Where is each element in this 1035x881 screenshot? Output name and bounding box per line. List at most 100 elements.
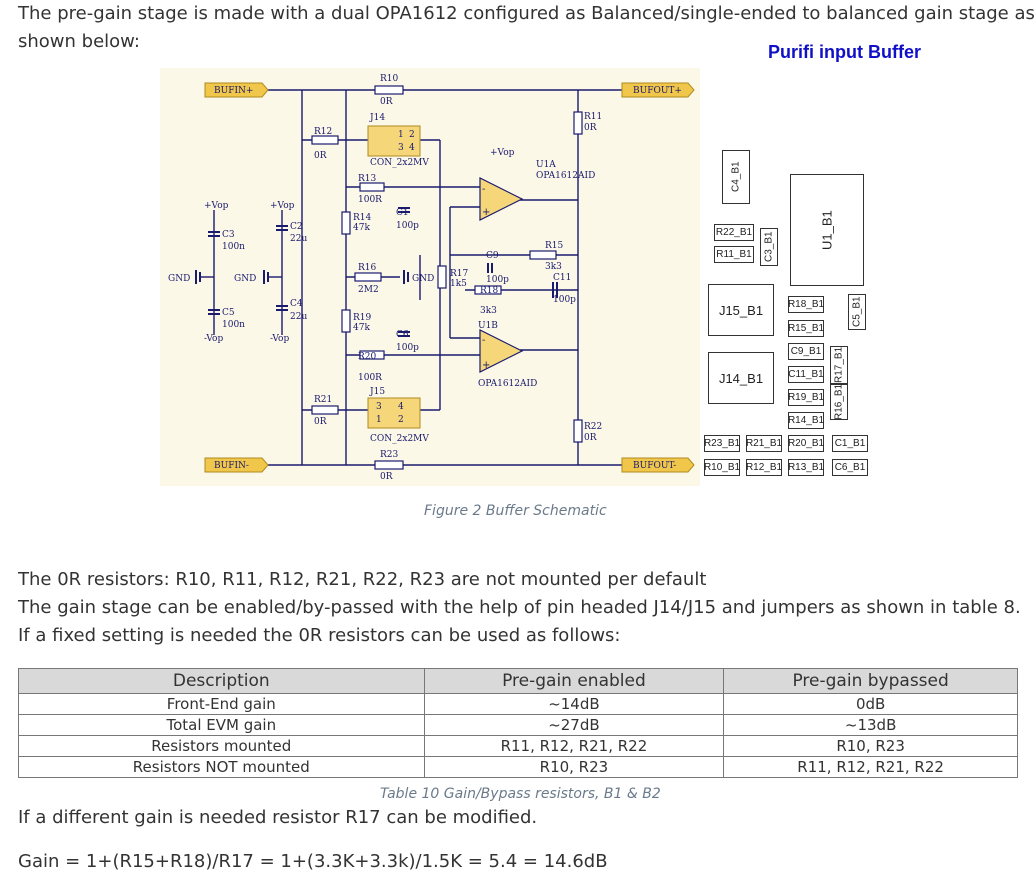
pcb-part-r12-b1: R12_B1	[746, 459, 782, 476]
table-header: Pre-gain bypassed	[723, 668, 1018, 694]
svg-text:R14: R14	[353, 213, 372, 223]
svg-text:0R: 0R	[380, 472, 393, 482]
svg-text:GND: GND	[234, 274, 256, 284]
table-cell: Total EVM gain	[18, 714, 425, 736]
pcb-title: Purifi input Buffer	[768, 42, 921, 62]
net-bufin-minus: BUFIN-	[214, 461, 249, 471]
svg-text:3: 3	[398, 143, 404, 153]
svg-text:3: 3	[376, 402, 382, 412]
svg-text:GND: GND	[412, 274, 434, 284]
svg-text:R19: R19	[353, 313, 372, 323]
pcb-part-r10-b1: R10_B1	[704, 459, 740, 476]
svg-text:C3: C3	[222, 230, 235, 240]
svg-text:-Vop: -Vop	[204, 334, 223, 344]
svg-text:100p: 100p	[396, 221, 419, 231]
table-cell: ~13dB	[723, 714, 1018, 736]
svg-text:0R: 0R	[314, 151, 327, 161]
paragraph-0r-resistors: The 0R resistors: R10, R11, R12, R21, R2…	[18, 569, 707, 590]
svg-text:1: 1	[376, 415, 382, 425]
svg-text:100R: 100R	[358, 373, 382, 383]
gain-formula: Gain = 1+(R15+R18)/R17 = 1+(3.3K+3.3k)/1…	[18, 851, 608, 872]
svg-text:R17: R17	[450, 269, 469, 279]
svg-text:OPA1612AID: OPA1612AID	[536, 171, 595, 181]
svg-text:3k3: 3k3	[480, 306, 497, 316]
svg-text:GND: GND	[168, 274, 190, 284]
svg-text:0R: 0R	[584, 433, 597, 443]
net-bufout-minus: BUFOUT-	[633, 461, 676, 471]
table-caption: Table 10 Gain/Bypass resistors, B1 & B2	[380, 786, 661, 802]
svg-text:C6: C6	[396, 330, 409, 340]
paragraph-r17: If a different gain is needed resistor R…	[18, 807, 538, 828]
svg-text:+Vop: +Vop	[204, 201, 229, 211]
svg-text:R15: R15	[545, 241, 564, 251]
table-cell: Resistors NOT mounted	[18, 756, 425, 778]
buffer-schematic: BUFIN+ BUFIN- BUFOUT+ BUFOUT- 13 24 31 4…	[160, 68, 700, 486]
svg-text:R13: R13	[358, 174, 377, 184]
svg-text:+: +	[482, 360, 490, 371]
svg-text:C4: C4	[290, 299, 303, 309]
table-cell: ~14dB	[423, 693, 725, 715]
pcb-part-r15-b1: R15_B1	[788, 320, 824, 337]
svg-text:22u: 22u	[290, 234, 307, 244]
figure-caption: Figure 2 Buffer Schematic	[424, 503, 607, 519]
svg-text:U1A: U1A	[536, 160, 556, 170]
svg-text:R21: R21	[314, 395, 332, 405]
svg-text:100p: 100p	[486, 275, 509, 285]
svg-text:4: 4	[398, 402, 404, 412]
table-row: Resistors mounted R11, R12, R21, R22 R10…	[18, 735, 1018, 757]
svg-text:2M2: 2M2	[358, 285, 379, 295]
svg-text:R18: R18	[480, 286, 499, 296]
table-cell: R10, R23	[723, 735, 1018, 757]
pcb-part-c5-b1: C5_B1	[848, 294, 866, 330]
svg-text:0R: 0R	[584, 123, 597, 133]
svg-text:100R: 100R	[358, 195, 382, 205]
pcb-part-c9-b1: C9_B1	[788, 343, 824, 360]
pcb-part-r20-b1: R20_B1	[788, 435, 824, 452]
table-header: Description	[18, 668, 425, 694]
pcb-part-r23-b1: R23_B1	[704, 435, 740, 452]
pcb-part-r14-b1: R14_B1	[788, 412, 824, 429]
table-cell: R11, R12, R21, R22	[723, 756, 1018, 778]
pcb-part-r13-b1: R13_B1	[788, 459, 824, 476]
intro-text: The pre-gain stage is made with a dual O…	[18, 3, 1035, 24]
table-cell: Resistors mounted	[18, 735, 425, 757]
table-header: Pre-gain enabled	[423, 668, 725, 694]
pcb-part-c11-b1: C11_B1	[788, 366, 824, 383]
svg-text:100p: 100p	[396, 343, 419, 353]
pcb-part-r19-b1: R19_B1	[788, 389, 824, 406]
svg-text:R11: R11	[584, 112, 602, 122]
table-cell: R10, R23	[423, 756, 725, 778]
svg-text:3k3: 3k3	[545, 262, 562, 272]
svg-text:+Vop: +Vop	[490, 148, 515, 158]
svg-text:CON_2x2MV: CON_2x2MV	[370, 158, 429, 168]
pcb-part-r21-b1: R21_B1	[746, 435, 782, 452]
svg-text:100n: 100n	[222, 242, 245, 252]
svg-text:C9: C9	[486, 251, 499, 261]
svg-text:47k: 47k	[353, 223, 370, 233]
pcb-part-r22-b1: R22_B1	[714, 224, 754, 241]
table-cell: Front-End gain	[18, 693, 425, 715]
net-bufin-plus: BUFIN+	[214, 86, 253, 96]
svg-text:+Vop: +Vop	[270, 201, 295, 211]
svg-text:C5: C5	[222, 308, 235, 318]
pcb-part-j15-b1: J15_B1	[708, 284, 774, 336]
svg-text:C11: C11	[553, 273, 571, 283]
svg-text:R20: R20	[358, 352, 377, 362]
table-row: Total EVM gain ~27dB ~13dB	[18, 714, 1018, 736]
svg-text:2: 2	[398, 415, 404, 425]
intro-text-cont: shown below:	[18, 31, 140, 52]
svg-text:2: 2	[409, 130, 415, 140]
svg-text:-Vop: -Vop	[270, 334, 289, 344]
pcb-part-j14-b1: J14_B1	[708, 352, 774, 404]
svg-text:C1: C1	[396, 208, 409, 218]
table-row: Front-End gain ~14dB 0dB	[18, 693, 1018, 715]
net-bufout-plus: BUFOUT+	[633, 86, 682, 96]
pcb-part-r17-b1: R17_B1	[830, 346, 848, 384]
table-header-row: Description Pre-gain enabled Pre-gain by…	[18, 668, 1018, 694]
svg-text:R22: R22	[584, 422, 602, 432]
pcb-part-c4-b1: C4_B1	[722, 150, 750, 204]
svg-text:U1B: U1B	[478, 321, 498, 331]
table-cell: 0dB	[723, 693, 1018, 715]
pcb-part-u1-b1: U1_B1	[790, 174, 864, 286]
paragraph-fixed-setting: If a fixed setting is needed the 0R resi…	[18, 625, 621, 646]
